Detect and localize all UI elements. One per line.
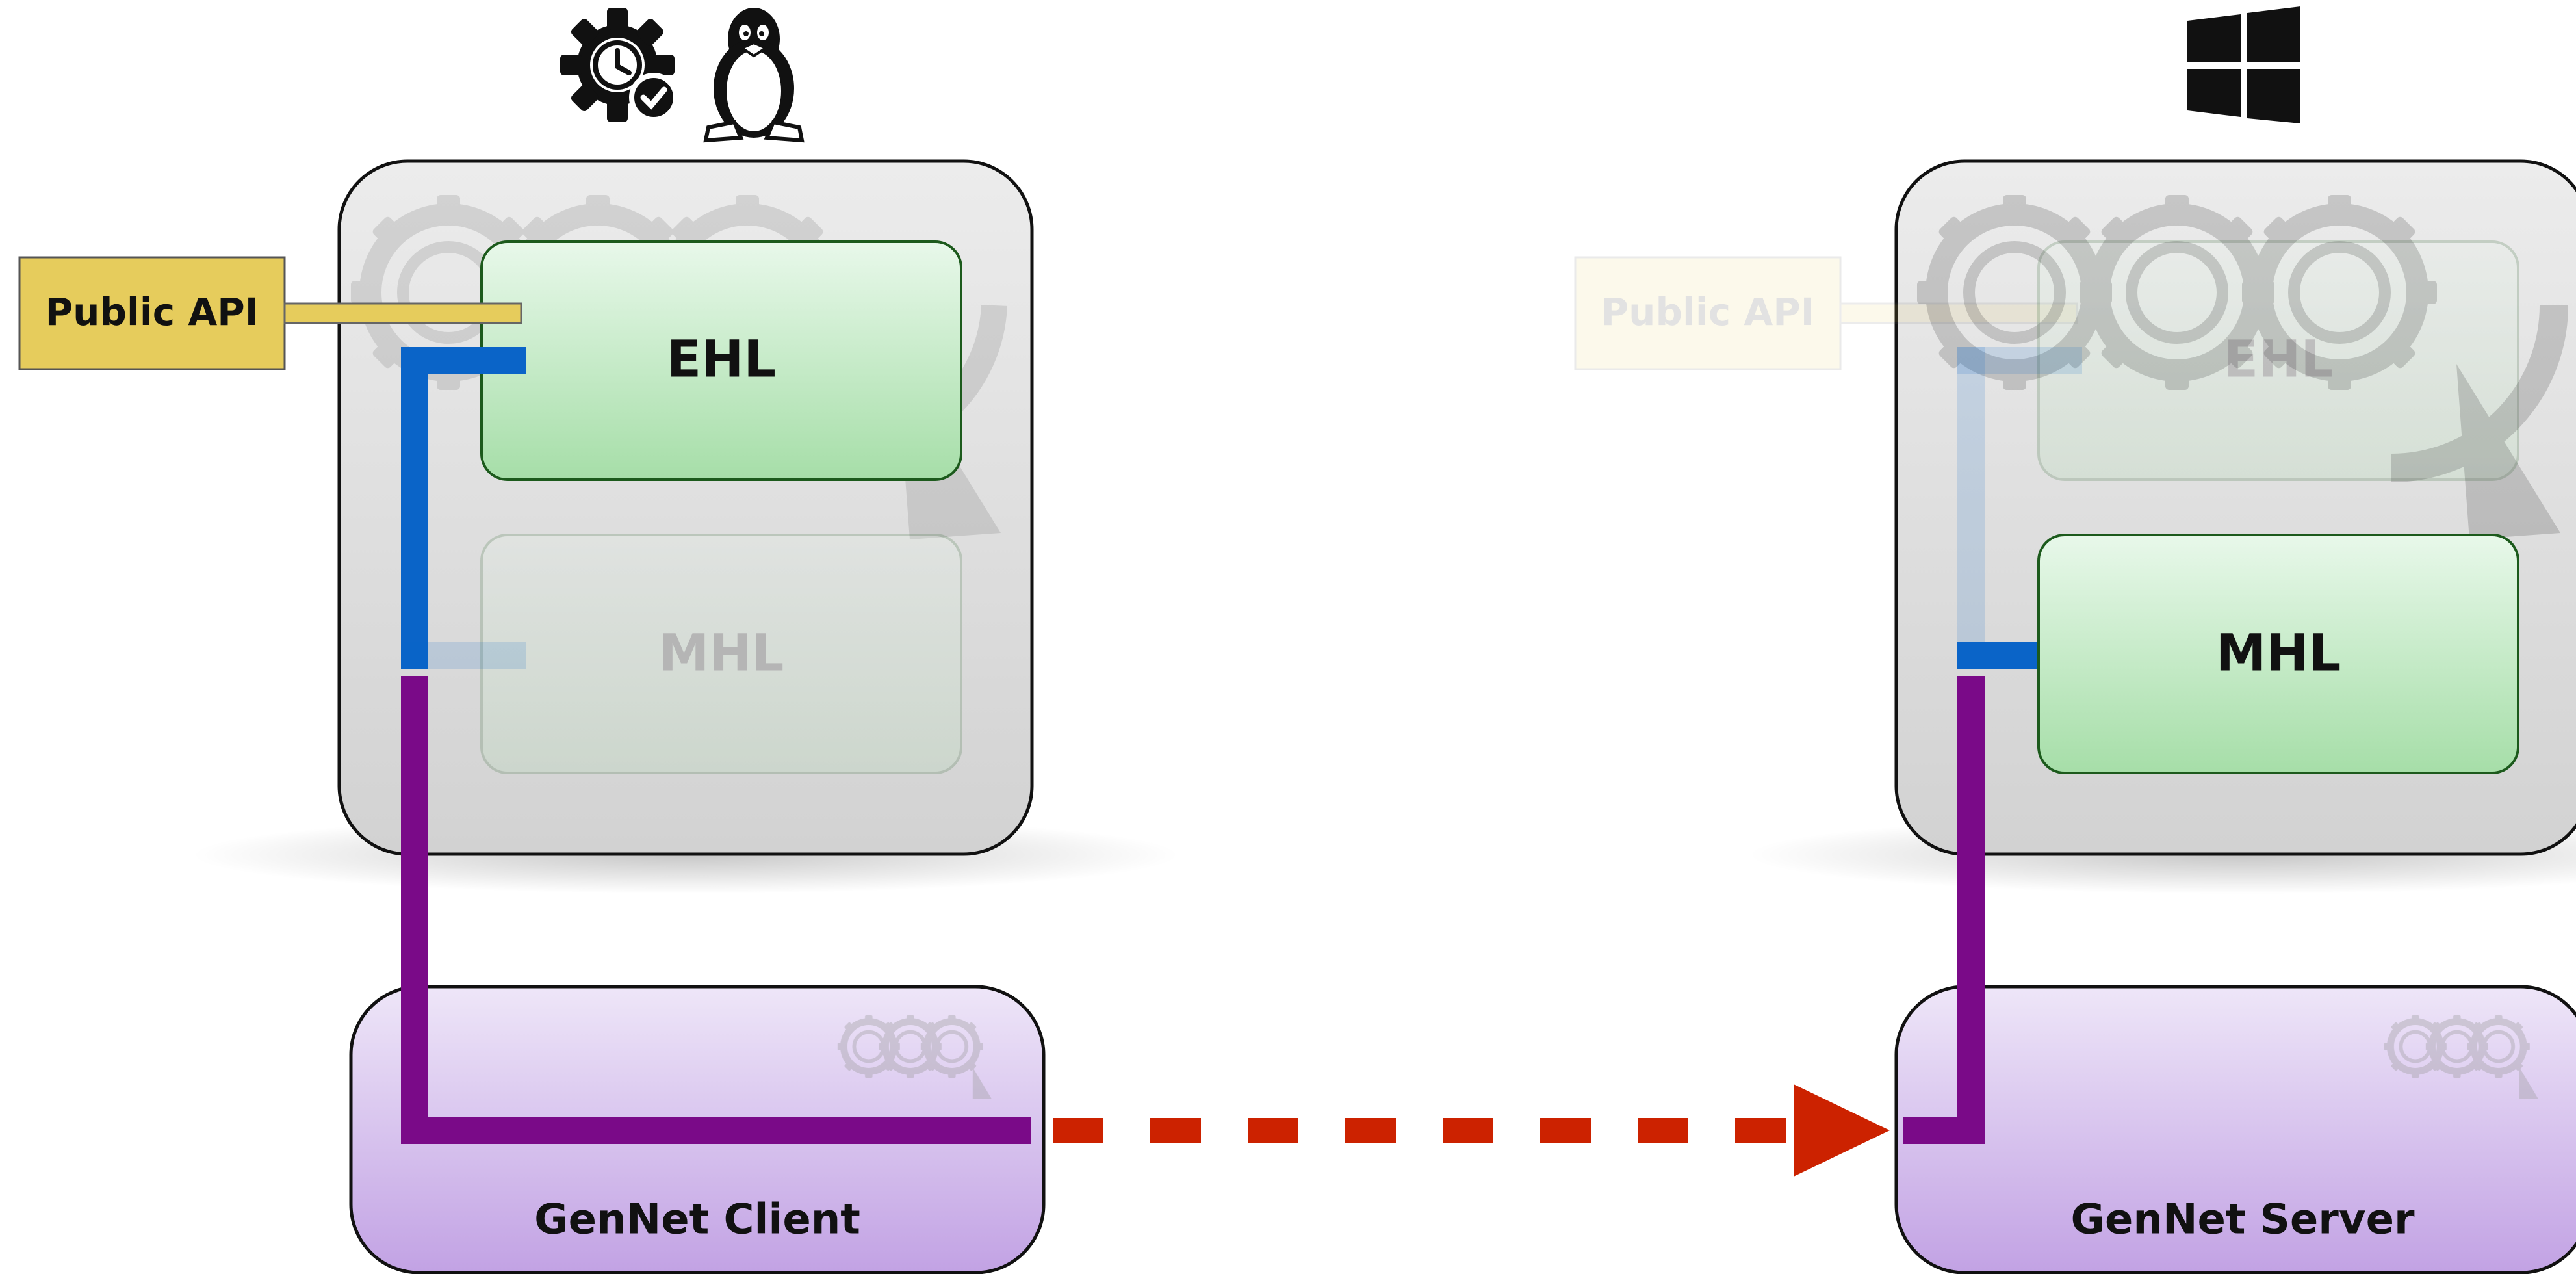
right-public-api-label: Public API	[1601, 290, 1815, 334]
left-ehl-label: EHL	[667, 330, 776, 389]
right-purple-link	[1903, 676, 1985, 1144]
left-purple-link	[401, 676, 1031, 1144]
right-public-api: Public API	[1574, 256, 2078, 370]
left-ehl-module: EHL	[480, 240, 962, 481]
server-gears-watermark-icon	[2384, 1015, 2538, 1098]
windows-icon	[2187, 6, 2300, 124]
right-mhl-label: MHL	[2216, 624, 2341, 682]
network-arrow	[1053, 1084, 1890, 1176]
genenet-client-label: GenNet Client	[534, 1196, 860, 1244]
left-public-api-label: Public API	[45, 290, 259, 334]
genenet-server-label: GenNet Server	[2070, 1196, 2415, 1244]
right-mhl-module: MHL	[2037, 534, 2519, 774]
linux-penguin-icon	[703, 8, 805, 143]
right-gears-watermark-icon	[1917, 195, 2568, 540]
left-public-api-connector	[283, 302, 522, 324]
left-blue-link	[401, 347, 526, 670]
left-mhl-module: MHL	[480, 534, 962, 774]
left-public-api: Public API	[18, 256, 522, 370]
genenet-server-box: GenNet Server	[1894, 985, 2576, 1274]
right-blue-link	[1957, 347, 2082, 670]
left-mhl-label: MHL	[659, 624, 784, 682]
clock-gear-icon	[560, 8, 678, 122]
